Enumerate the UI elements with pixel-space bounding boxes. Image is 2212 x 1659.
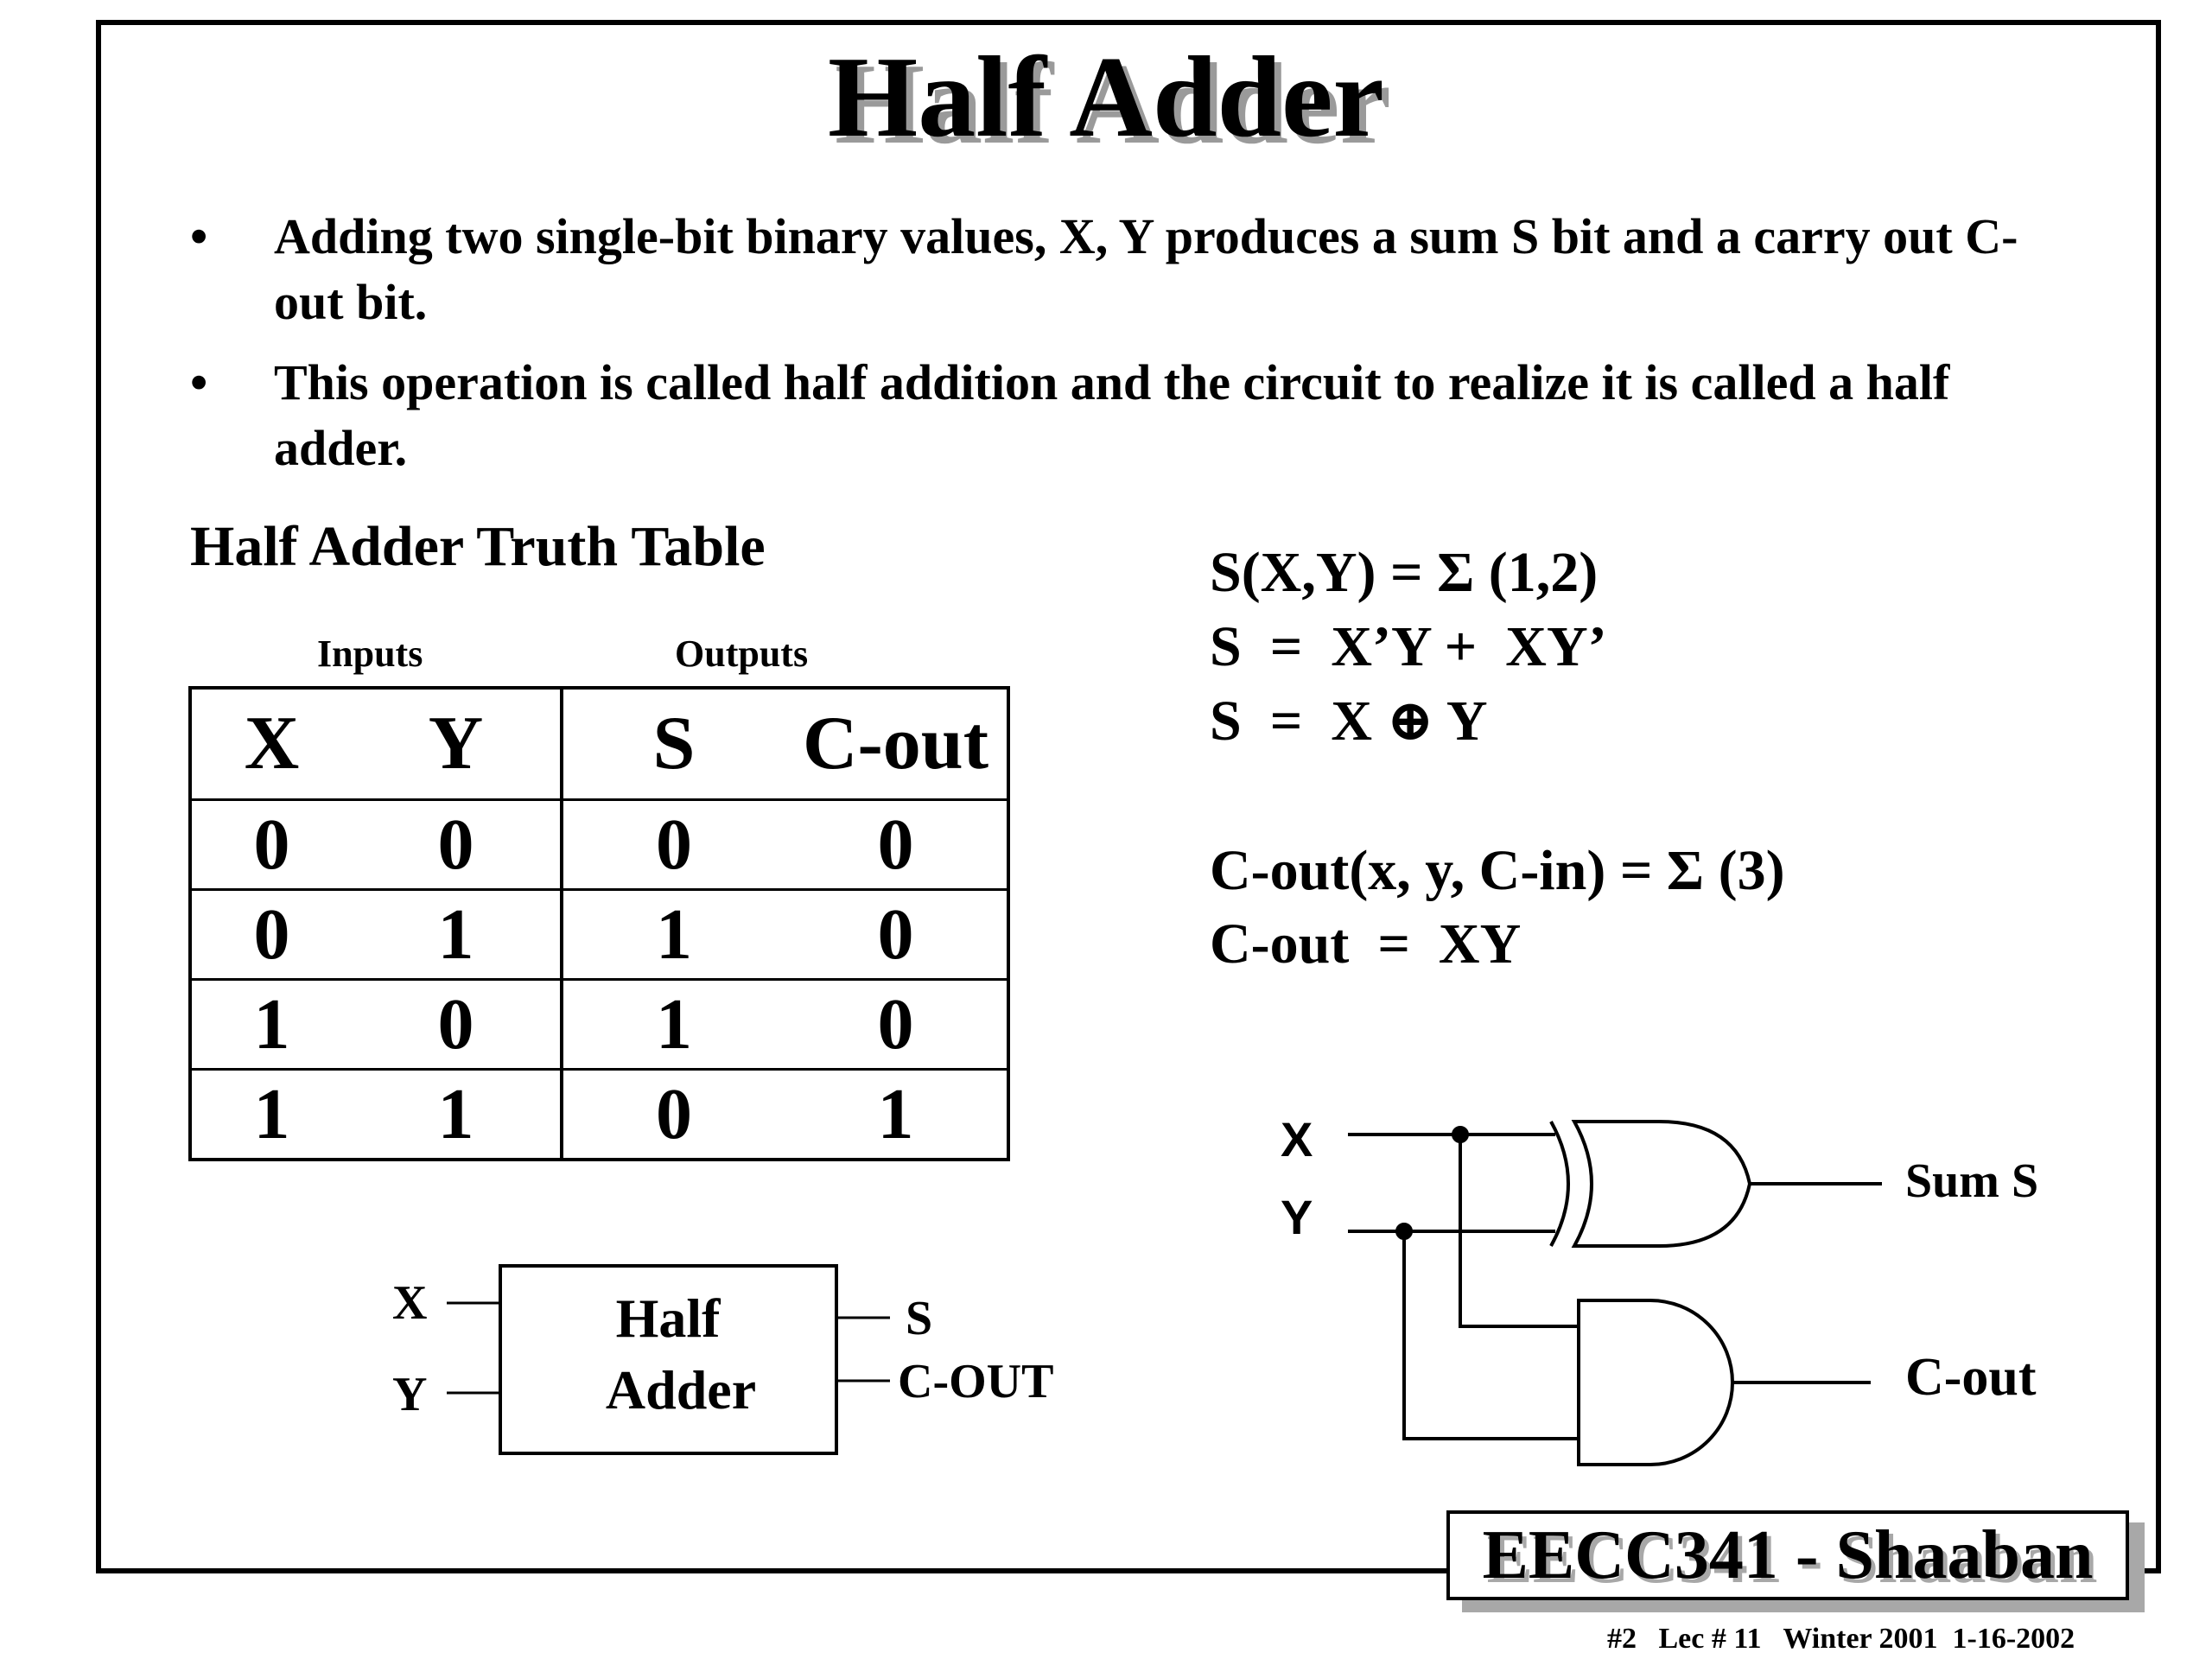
- bullet-marker: •: [190, 208, 208, 264]
- equation-cout-minterms: C-out(x, y, C-in) = Σ (3): [1210, 839, 1785, 902]
- slide-number: #2: [1607, 1623, 1637, 1655]
- sum-output-label: Sum S: [1905, 1154, 2038, 1208]
- bullet-item: • This operation is called half addition…: [181, 350, 2082, 481]
- slide-footer: #2 Lec # 11 Winter 2001 1-16-2002: [1607, 1624, 2075, 1654]
- block-label-line1: Half: [616, 1287, 721, 1349]
- table-row: 0 0 0 0: [190, 798, 1008, 891]
- y-junction-dot: [1395, 1223, 1413, 1240]
- and-gate: [1577, 1299, 1734, 1466]
- x-branch-wire: [1459, 1135, 1579, 1328]
- cell-y: 0: [352, 978, 563, 1071]
- cell-s: 0: [562, 1068, 785, 1161]
- cell-y: 1: [352, 888, 563, 981]
- slide-title: Half Adder: [828, 33, 1384, 161]
- table-row: 1 1 0 1: [190, 1068, 1008, 1161]
- cell-x: 0: [190, 888, 352, 981]
- cell-cout: 0: [785, 888, 1008, 981]
- table-row: 0 1 1 0: [190, 888, 1008, 981]
- block-output-s-label: S: [906, 1292, 932, 1345]
- block-input-x-label: X: [392, 1276, 427, 1330]
- cout-output-label: C-out: [1905, 1348, 2037, 1407]
- truth-table-header-row: X Y S C-out: [190, 686, 1008, 801]
- gate-input-y-label: Y: [1281, 1190, 1313, 1244]
- cell-s: 1: [562, 888, 785, 981]
- xor-gate: [1571, 1120, 1752, 1248]
- outputs-label: Outputs: [675, 632, 809, 675]
- term-label: Winter 2001: [1783, 1623, 1938, 1655]
- cell-s: 1: [562, 978, 785, 1071]
- cell-x: 0: [190, 798, 352, 891]
- header-s: S: [562, 686, 785, 801]
- lecture-number: Lec # 11: [1658, 1623, 1762, 1655]
- block-output-cout-label: C-OUT: [898, 1355, 1053, 1408]
- block-input-y-label: Y: [392, 1368, 427, 1421]
- cell-x: 1: [190, 1068, 352, 1161]
- gate-input-x-label: X: [1281, 1112, 1313, 1166]
- half-adder-block-diagram: Half Adder X Y S C-OUT: [392, 1264, 1053, 1455]
- cell-cout: 0: [785, 978, 1008, 1071]
- half-adder-block: [499, 1264, 838, 1455]
- bullet-text: This operation is called half addition a…: [274, 354, 1950, 476]
- bullet-marker: •: [190, 354, 208, 410]
- bullet-list: • Adding two single-bit binary values, X…: [181, 204, 2082, 496]
- header-y: Y: [352, 686, 563, 801]
- bullet-item: • Adding two single-bit binary values, X…: [181, 204, 2082, 335]
- cell-y: 1: [352, 1068, 563, 1161]
- x-junction-dot: [1452, 1126, 1469, 1143]
- truth-table: X Y S C-out 0 0 0 0 0 1 1 0 1 0 1 0 1 1 …: [188, 686, 1010, 1161]
- block-label-line2: Adder: [606, 1359, 756, 1421]
- equation-sum-sop: S = X’Y + XY’: [1210, 615, 1607, 678]
- date-label: 1-16-2002: [1952, 1623, 2075, 1655]
- header-cout: C-out: [785, 686, 1008, 801]
- equation-sum-minterms: S(X,Y) = Σ (1,2): [1210, 541, 1599, 604]
- slide-frame: [96, 20, 2161, 1573]
- cell-cout: 0: [785, 798, 1008, 891]
- header-x: X: [190, 686, 352, 801]
- table-row: 1 0 1 0: [190, 978, 1008, 1071]
- half-adder-gate-diagram: [1348, 1120, 1882, 1466]
- cell-x: 1: [190, 978, 352, 1071]
- equation-sum-xor: S = X ⊕ Y: [1210, 690, 1488, 753]
- inputs-label: Inputs: [317, 632, 423, 675]
- bullet-text: Adding two single-bit binary values, X, …: [274, 208, 2018, 330]
- cell-s: 0: [562, 798, 785, 891]
- xor-gate-extra-curve: [1549, 1121, 1570, 1247]
- cell-cout: 1: [785, 1068, 1008, 1161]
- cell-y: 0: [352, 798, 563, 891]
- y-branch-wire: [1402, 1231, 1579, 1440]
- equation-cout-expr: C-out = XY: [1210, 912, 1522, 976]
- course-badge: EECC341 - Shaaban: [1446, 1510, 2129, 1600]
- truth-table-title: Half Adder Truth Table: [190, 515, 766, 578]
